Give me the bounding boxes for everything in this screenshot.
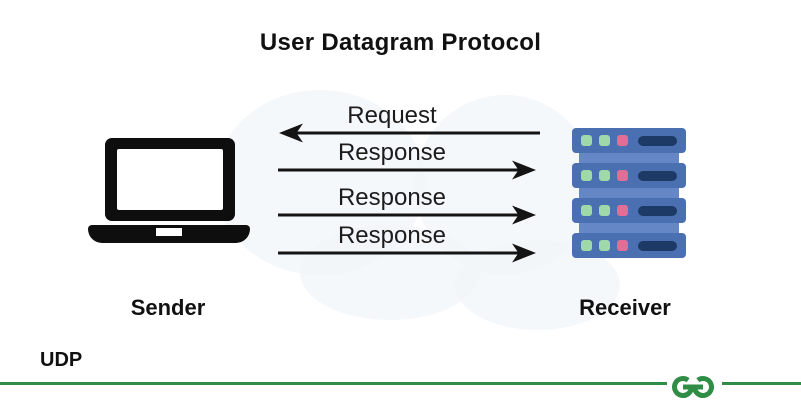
response-arrow-right [278,160,536,180]
server-unit [572,233,686,258]
led-pink-icon [617,205,628,216]
footer-rule-left [0,382,667,385]
receiver-label: Receiver [579,295,671,320]
background-blob [300,225,480,320]
request-arrow-left [279,123,540,143]
sender-label: Sender [130,295,206,320]
laptop-notch [156,228,182,236]
laptop-icon [105,138,235,221]
led-green-icon [581,240,592,251]
led-green-icon [581,205,592,216]
led-green-icon [599,170,610,181]
laptop-base [88,225,250,243]
footer-rule-right [722,382,801,385]
response-arrow-right [278,205,536,225]
led-pink-icon [617,135,628,146]
protocol-abbreviation: UDP [40,349,83,371]
server-panel [638,240,677,251]
server-unit [572,198,686,223]
server-stack-icon [572,128,686,258]
message-label-response: Response [337,222,447,249]
server-unit [572,163,686,188]
led-green-icon [581,135,592,146]
led-green-icon [599,240,610,251]
server-unit [572,128,686,153]
led-green-icon [581,170,592,181]
response-arrow-right [278,243,536,263]
message-label-response: Response [337,184,447,211]
led-green-icon [599,135,610,146]
geeksforgeeks-logo [672,376,714,398]
led-pink-icon [617,170,628,181]
page-title: User Datagram Protocol [259,29,542,56]
led-pink-icon [617,240,628,251]
server-panel [638,135,677,146]
server-panel [638,170,677,181]
led-green-icon [599,205,610,216]
message-label-request: Request [347,102,437,129]
message-label-response: Response [337,139,447,166]
laptop-screen [117,149,223,210]
server-panel [638,205,677,216]
